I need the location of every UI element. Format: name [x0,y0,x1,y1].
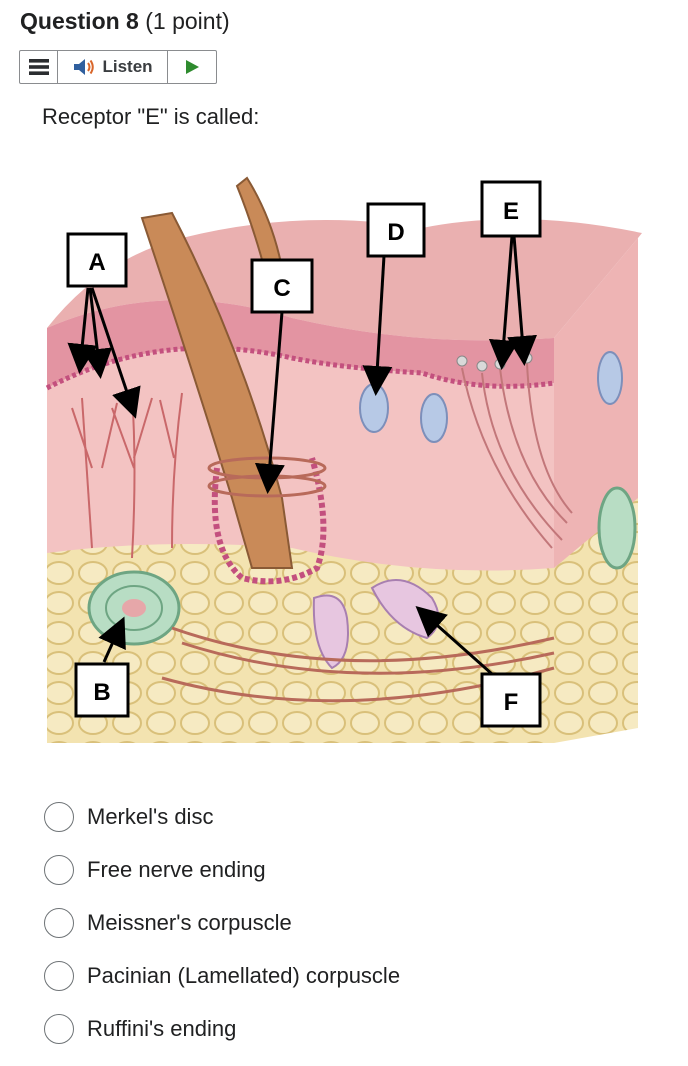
radio-button[interactable] [44,1014,74,1044]
meissner-corpuscle [360,384,388,432]
option-label: Merkel's disc [87,804,213,830]
meissner-corpuscle [421,394,447,442]
question-number: Question 8 [20,8,139,34]
radio-button[interactable] [44,908,74,938]
option-meissners-corpuscle[interactable]: Meissner's corpuscle [44,896,400,949]
listen-label: Listen [102,57,152,77]
option-merkels-disc[interactable]: Merkel's disc [44,790,400,843]
option-pacinian-corpuscle[interactable]: Pacinian (Lamellated) corpuscle [44,949,400,1002]
option-label: Ruffini's ending [87,1016,236,1042]
skin-receptors-diagram: A B C D E F [42,168,648,748]
pacinian-corpuscle [599,488,635,568]
play-icon [184,59,200,75]
svg-text:D: D [387,219,404,246]
option-free-nerve-ending[interactable]: Free nerve ending [44,843,400,896]
menu-button[interactable] [20,51,58,83]
question-points: (1 point) [145,8,229,34]
hamburger-menu-icon [29,59,49,75]
radio-button[interactable] [44,855,74,885]
svg-text:A: A [88,249,105,276]
svg-text:E: E [503,198,519,225]
answer-options: Merkel's disc Free nerve ending Meissner… [44,790,400,1055]
play-button[interactable] [168,51,216,83]
svg-text:F: F [504,689,519,716]
speaker-icon [72,57,96,77]
meissner-corpuscle [598,352,622,404]
pacinian-core [122,599,146,617]
svg-text:B: B [93,679,110,706]
radio-button[interactable] [44,961,74,991]
svg-text:C: C [273,275,290,302]
option-label: Meissner's corpuscle [87,910,292,936]
question-prompt: Receptor "E" is called: [42,104,259,130]
question-title: Question 8 (1 point) [20,8,230,35]
radio-button[interactable] [44,802,74,832]
option-label: Free nerve ending [87,857,266,883]
option-label: Pacinian (Lamellated) corpuscle [87,963,400,989]
listen-button[interactable]: Listen [58,51,168,83]
read-aloud-toolbar: Listen [19,50,217,84]
option-ruffinis-ending[interactable]: Ruffini's ending [44,1002,400,1055]
